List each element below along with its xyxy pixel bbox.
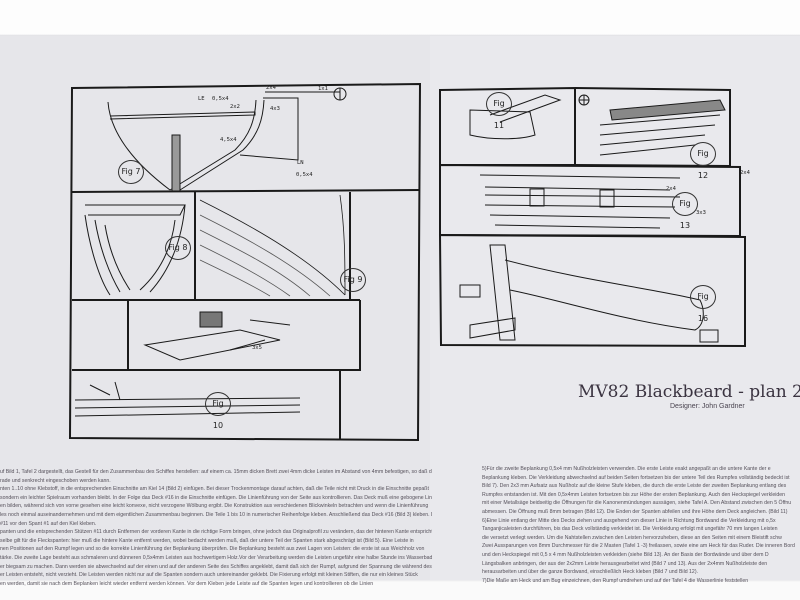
instruction-line: #11 vor den Spant #1 auf den Kiel kleben… xyxy=(0,520,97,527)
instruction-line: 5)Für die zweite Beplankung 0,5x4 mm Nuß… xyxy=(482,466,771,472)
instruction-line: Bild 7). Den 2x3 mm Aufsatz aus Nußholz … xyxy=(482,483,787,490)
instruction-line: sondern ein leichter Spielraum vorhanden… xyxy=(0,494,432,501)
fig11-label: Fig 11 xyxy=(486,92,512,130)
instruction-line: Tanganjicaleisten durchführen, bis das D… xyxy=(482,526,778,533)
instruction-line: selbe gilt für die Fleckspanten: hier mu… xyxy=(0,537,414,544)
instruction-line: nen Positionen auf den Rumpf legen und s… xyxy=(0,546,425,553)
instruction-line: Beplankung kleben. Die Verkleidung abwec… xyxy=(482,474,790,481)
fig16-label: Fig 16 xyxy=(690,285,716,323)
instruction-line: die versetzt verlegt werden. Um die Naht… xyxy=(482,534,782,541)
instruction-line: 6)Eine Linie entlang der Mitte des Decks… xyxy=(482,517,776,524)
instruction-line: mit einer Metallsäge beidseitig die Öffn… xyxy=(482,500,792,507)
fig9-label: Fig 9 xyxy=(340,268,366,292)
dim-d4: 2x2 xyxy=(230,104,240,110)
instruction-line: er Leisten entsteht, nicht verzieht. Die… xyxy=(0,572,418,579)
planking-detail xyxy=(143,311,291,361)
fig10-label: Fig 10 xyxy=(205,392,231,430)
instruction-line: les noch einmal auseinandernehmen und mi… xyxy=(0,511,432,518)
dim-d8: 2x4 xyxy=(666,186,676,192)
fig13-label: Fig 13 xyxy=(672,192,698,230)
instruction-line: tärke. Die zweite Lage besteht aus schma… xyxy=(0,554,432,561)
instruction-line: abmessen. Die Öffnung muß 8mm betragen (… xyxy=(482,508,788,515)
fig10-keel xyxy=(74,381,301,417)
fig8-label: Fig 8 xyxy=(165,236,191,260)
dim-ln: LN xyxy=(297,160,304,166)
instruction-line: 7)Die Maße am Heck und am Bug einzeichne… xyxy=(482,577,749,584)
designer-credit: Designer: John Gardner xyxy=(670,403,745,410)
right-figure-frames xyxy=(438,86,746,348)
instruction-line: en werden, damit sie nach dem Beplanken … xyxy=(0,580,374,587)
fig7-label: Fig 7 xyxy=(118,160,144,184)
fig12-label: Fig 12 xyxy=(690,142,716,180)
dim-d9: 3x3 xyxy=(696,210,706,216)
instructions-right: 5)Für die zweite Beplankung 0,5x4 mm Nuß… xyxy=(482,465,800,585)
instruction-line: er biegsam zu machen. Dann werden sie ab… xyxy=(0,563,432,570)
dim-d1: 0,5x4 xyxy=(212,96,229,102)
instruction-line: en bilden, während sich von vorne gesehe… xyxy=(0,503,429,510)
fig7-hull-section xyxy=(107,87,347,192)
instruction-line: herausarbeiten und über die ganze Bordwa… xyxy=(482,569,698,576)
instruction-line: Rumpfes entstanden ist. Mit den 0,5x4mm … xyxy=(482,491,786,498)
instruction-line: panten und die entsprechenden Stützen #1… xyxy=(0,529,432,536)
instruction-line: Längsbalken anbringen, der aus der 2x2mm… xyxy=(482,560,768,567)
dim-d6: 4,5x4 xyxy=(220,137,237,143)
left-outer-frame xyxy=(68,82,422,442)
dim-le: LE xyxy=(198,96,205,102)
instruction-line: und den Heckspiegel mit 0,5 x 4 mm Nußho… xyxy=(482,551,769,558)
instruction-line: uf Bild 1, Tafel 2 dargestellt, das Gest… xyxy=(0,469,432,475)
instruction-line: Zwei Aussparungen von 8mm Durchmesser fü… xyxy=(482,543,795,550)
instructions-left: uf Bild 1, Tafel 2 dargestellt, das Gest… xyxy=(0,468,432,588)
dim-d11: 2x4 xyxy=(740,170,750,176)
instruction-line: nten 1..10 ohne Klebstoff, in die entspr… xyxy=(0,486,429,493)
dim-d3: 1x1 xyxy=(318,86,328,92)
dim-d5: 4x3 xyxy=(270,106,280,112)
fig11-12-13-16-sketches xyxy=(459,94,726,343)
dim-d2: 2x4 xyxy=(266,85,276,91)
dim-d7: 0,5x4 xyxy=(296,172,313,178)
right-page xyxy=(430,36,800,580)
dim-d10: 3x5 xyxy=(252,345,262,351)
instruction-line: rade und senkrecht eingeschoben werden k… xyxy=(0,477,111,484)
plan-title: MV82 Blackbeard - plan 2 xyxy=(578,382,800,402)
fig9-hull-planking xyxy=(199,194,346,297)
